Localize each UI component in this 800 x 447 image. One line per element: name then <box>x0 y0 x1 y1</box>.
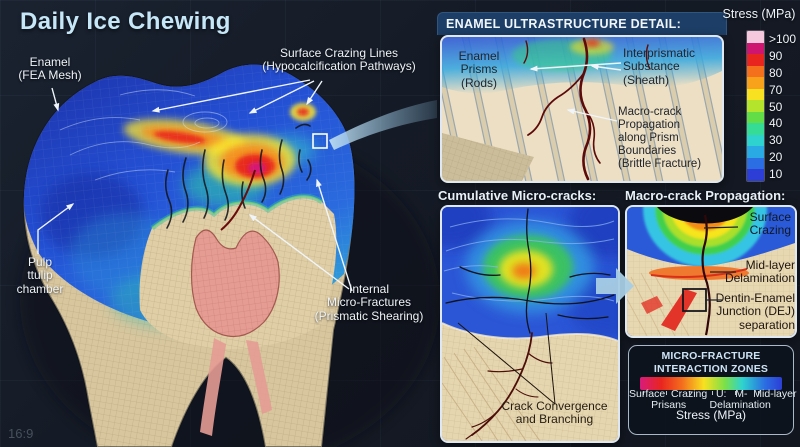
macro-panel-header: Macro-crack Propagation: <box>625 188 786 203</box>
cumulative-panel <box>440 205 620 443</box>
macro-crack-line <box>701 214 711 336</box>
label-interprismatic: Interprismatic Substance (Sheath) <box>623 46 696 87</box>
label-surface-crazing-detail: Surface Crazing <box>749 210 791 238</box>
callout-swoosh <box>329 100 437 150</box>
detail-panel-title: ENAMEL ULTRASTRUCTURE DETAIL: <box>446 17 682 31</box>
stress-segment <box>747 54 764 66</box>
cumulative-panel-header: Cumulative Micro-cracks: <box>438 188 597 203</box>
stress-segment <box>747 77 764 89</box>
stress-tick: 70 <box>769 82 783 97</box>
label-mid-layer-delamination: Mid-layer Delamination <box>724 258 795 286</box>
stress-segment <box>747 134 764 147</box>
label-enamel-fea-mesh: Enamel (FEA Mesh) <box>18 55 82 83</box>
stress-segment <box>747 42 764 55</box>
stress-tick: 80 <box>769 65 783 80</box>
dej-separation-streak <box>661 289 697 331</box>
page-title: Daily Ice Chewing <box>20 8 231 35</box>
stress-tick: 40 <box>769 116 783 131</box>
label-macro-crack-propagation: Macro-crack Propagation along Prism Boun… <box>618 106 702 170</box>
stress-segment <box>747 31 764 43</box>
stress-tick: 90 <box>769 48 783 63</box>
zones-legend-title: MICRO-FRACTURE INTERACTION ZONES <box>653 350 769 375</box>
label-surface-crazing-lines: Surface Crazing Lines (Hypocalcification… <box>262 46 416 74</box>
cumulative-cracks-image <box>442 207 618 441</box>
enamel-prisms-image <box>442 37 722 181</box>
aspect-ratio-tag: 16:9 <box>8 426 34 441</box>
dentin-hatching <box>442 346 541 441</box>
zones-row-1: Surface Crazing U: M- Mid-layer <box>629 388 797 400</box>
stress-tick: >100 <box>769 32 797 46</box>
stress-segment <box>747 65 764 78</box>
zoom-region-square <box>312 133 328 149</box>
stress-tick: 30 <box>769 133 783 148</box>
stress-tick: 50 <box>769 99 783 114</box>
stress-segment <box>747 88 764 101</box>
label-crack-convergence: Crack Convergence and Branching <box>501 399 608 427</box>
detail-panel <box>440 35 724 183</box>
zones-legend-footer: Stress (MPa) <box>675 408 746 422</box>
label-internal-micro-fractures: Internal Micro-Fractures (Prismatic Shea… <box>314 282 424 323</box>
stress-tick: 10 <box>769 167 783 181</box>
zones-colorbar-ticks <box>643 391 779 395</box>
micro-crack-lines <box>164 123 312 229</box>
stress-segment <box>747 111 764 124</box>
stress-segment <box>747 146 764 158</box>
stress-segment <box>747 123 764 135</box>
zones-legend: MICRO-FRACTURE INTERACTION ZONES Surface… <box>628 345 797 435</box>
stress-tick: 20 <box>769 150 783 165</box>
detail-panel-header: ENAMEL ULTRASTRUCTURE DETAIL: <box>437 12 727 35</box>
stress-colorbar <box>746 30 765 182</box>
stress-segment <box>747 169 764 181</box>
stress-legend-title: Stress (MPa) <box>722 7 796 21</box>
label-enamel-prisms: Enamel Prisms (Rods) <box>458 49 500 90</box>
zones-colorbar <box>640 377 782 390</box>
stress-segment <box>747 100 764 112</box>
label-dej-separation: Dentin-Enamel Junction (DEJ) separation <box>715 291 795 332</box>
stress-segment <box>747 157 764 170</box>
branching-cracks <box>465 332 553 440</box>
zones-row-2: Prisans Delamination <box>651 399 771 411</box>
caption-pointer-lines <box>457 312 556 405</box>
label-pulp-chamber: Pulp ttulip chamber <box>16 255 64 296</box>
stress-tick-labels: >100 90 80 70 50 40 30 20 10 <box>769 30 799 182</box>
macro-crack-line <box>220 169 256 231</box>
